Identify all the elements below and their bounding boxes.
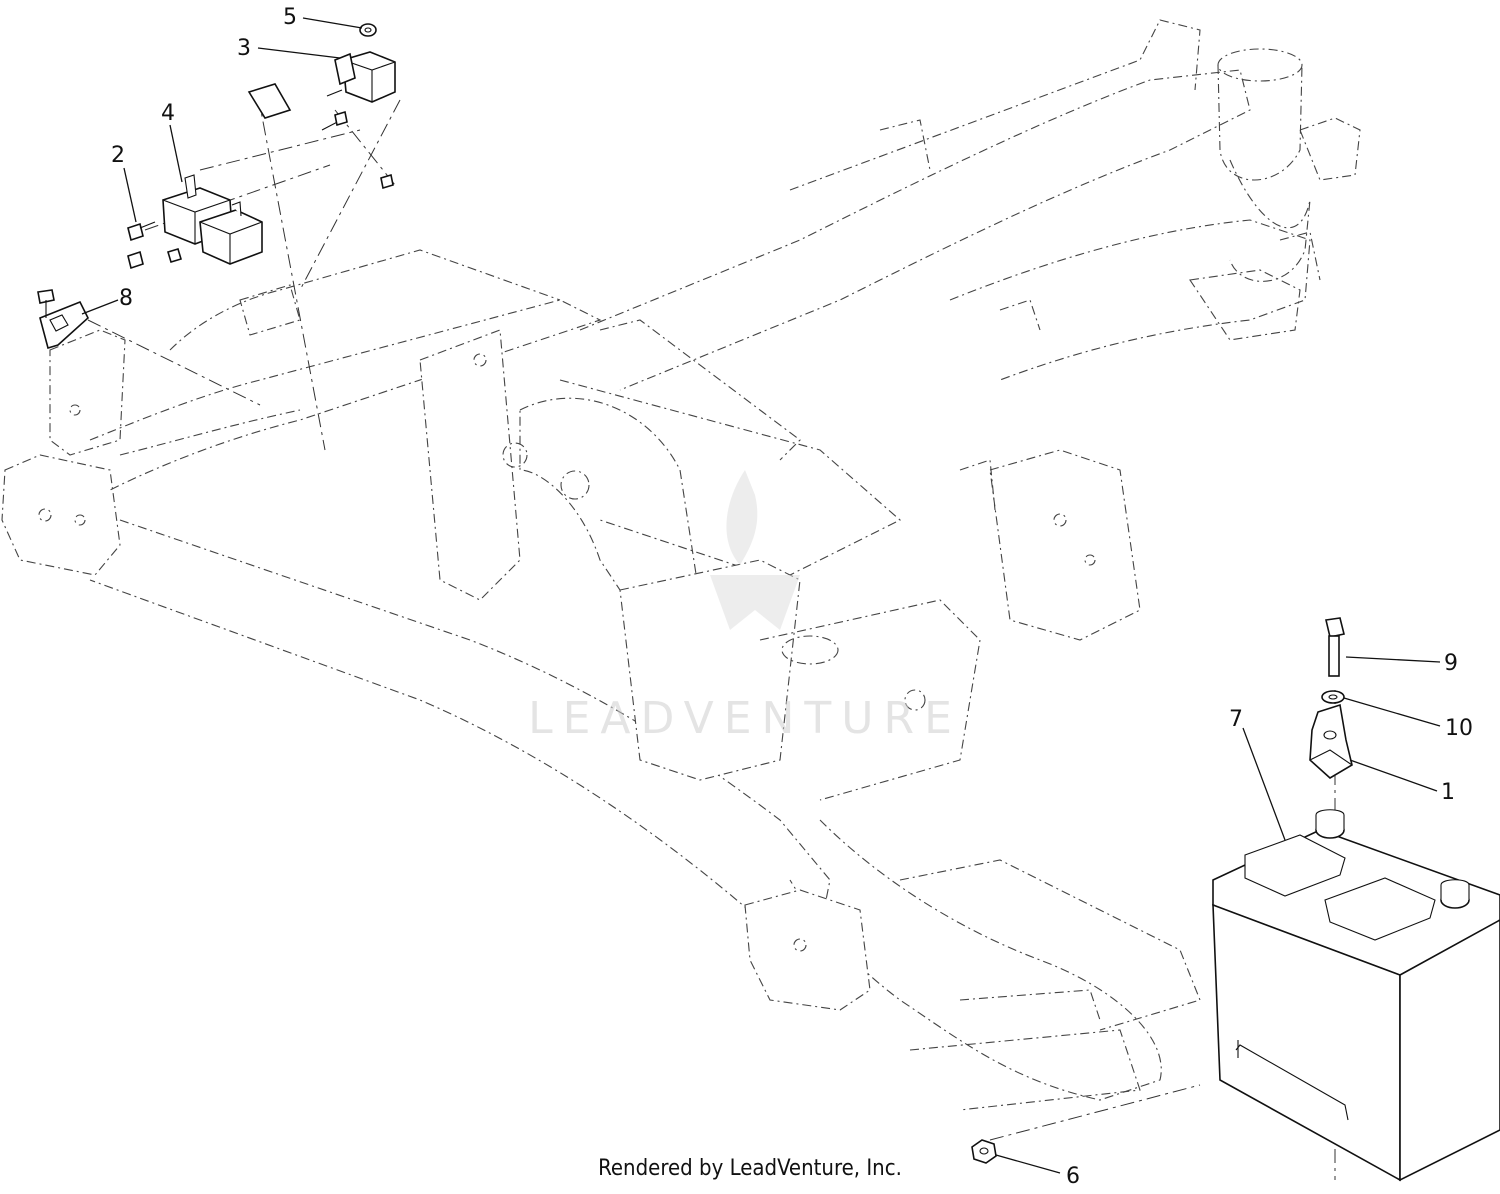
part-3-relay[interactable] [247,51,396,190]
part-1-clamp[interactable] [1309,703,1353,779]
callout-10: 10 [1445,716,1473,741]
frame-phantom [1,19,1361,1111]
watermark: LEADVENTURE [528,470,962,744]
callout-8: 8 [119,286,133,311]
part-8-bracket[interactable] [37,289,89,350]
part-10-washer[interactable] [1321,690,1345,704]
callout-4: 4 [161,101,175,126]
part-9-bolt[interactable] [1325,617,1345,677]
leader-lines [81,17,1441,1174]
part-6-nut[interactable] [971,1139,997,1164]
part-4-relays[interactable] [162,174,263,265]
callout-1: 1 [1441,780,1455,805]
part-7-battery[interactable] [1212,809,1500,1182]
callout-3: 3 [237,36,251,61]
part-5-nut[interactable] [359,23,377,37]
callout-9: 9 [1444,651,1458,676]
callout-7: 7 [1229,707,1243,732]
part-2-screws[interactable] [127,221,182,270]
callout-5: 5 [283,5,297,30]
watermark-text: LEADVENTURE [528,693,962,744]
callout-6: 6 [1066,1164,1080,1189]
callout-2: 2 [111,143,125,168]
footer-credit: Rendered by LeadVenture, Inc. [598,1156,902,1181]
callout-labels: 5 3 4 2 8 9 10 1 7 6 [111,5,1473,1189]
